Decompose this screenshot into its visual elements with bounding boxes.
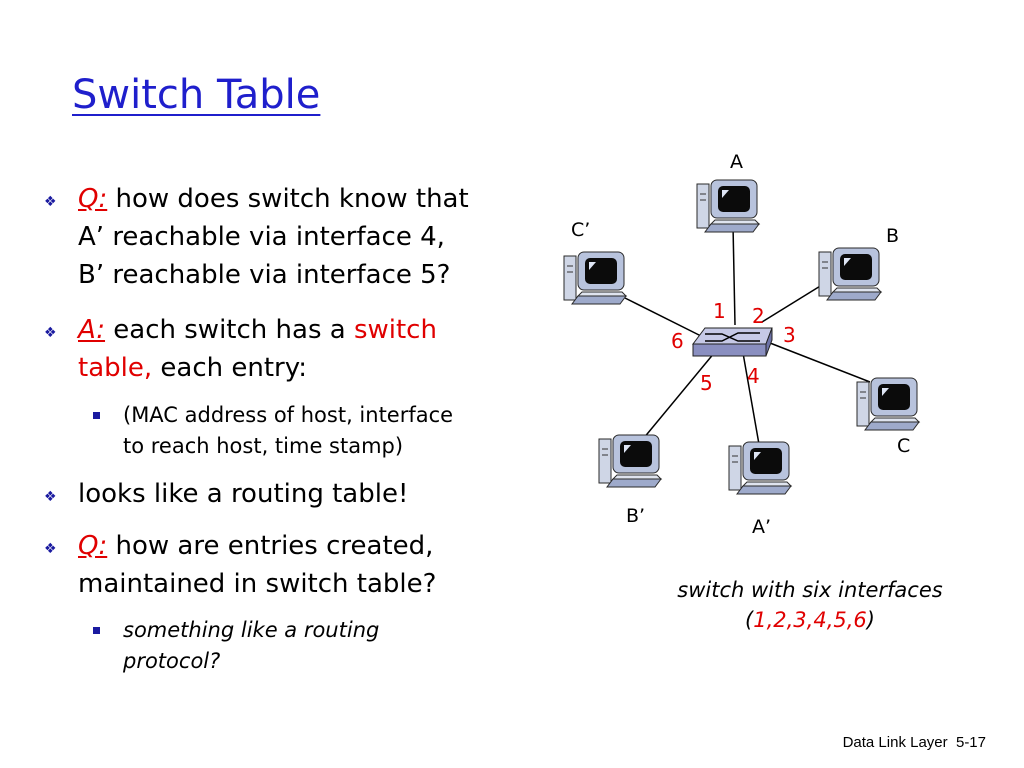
slide-title: Switch Table: [72, 72, 321, 118]
host-c-computer-icon: [856, 377, 920, 431]
square-bullet-icon: [93, 412, 100, 419]
bullet-question-2: Q: how are entries created, maintained i…: [78, 527, 436, 603]
highlight-text: switch: [353, 315, 437, 345]
link-b-prime: [637, 351, 716, 446]
link-c: [769, 342, 871, 383]
q-label: Q:: [78, 184, 108, 214]
switch-diagram: A B C A’ B’ C’ 1 2 3 4 5 6: [563, 151, 920, 538]
host-a-prime-computer-icon: [728, 441, 792, 495]
square-bullet-icon: [93, 627, 100, 634]
switch-icon: [692, 327, 773, 357]
bullet-text: each entry:: [152, 353, 307, 383]
bullet-text: each switch has a: [105, 315, 354, 345]
diagram-caption: switch with six interfaces (1,2,3,4,5,6): [630, 575, 990, 635]
host-c-prime-computer-icon: [563, 251, 627, 305]
bullet-text: A’ reachable via interface 4,: [78, 222, 445, 252]
diamond-bullet-icon: ❖: [44, 194, 57, 210]
interface-label-4: 4: [747, 364, 760, 388]
sub-text: protocol?: [123, 649, 221, 673]
bullet-text: how are entries created,: [115, 531, 434, 561]
link-c-prime: [624, 297, 706, 339]
q-label: Q:: [78, 531, 108, 561]
interface-label-6: 6: [671, 329, 684, 353]
host-label-b: B: [886, 225, 899, 247]
link-a-prime: [742, 352, 761, 451]
host-label-c: C: [897, 435, 910, 457]
caption-paren: (: [745, 608, 754, 632]
interface-label-3: 3: [783, 323, 796, 347]
sub-bullet-entry: (MAC address of host, interface to reach…: [123, 400, 453, 462]
sub-text: to reach host, time stamp): [123, 434, 404, 458]
diamond-bullet-icon: ❖: [44, 489, 57, 505]
interface-label-1: 1: [713, 299, 726, 323]
host-label-a-prime: A’: [752, 516, 771, 538]
interface-label-2: 2: [752, 304, 765, 328]
sub-text: something like a routing: [123, 618, 380, 642]
sub-bullet-protocol: something like a routing protocol?: [123, 615, 379, 677]
bullet-question-1: Q: how does switch know that A’ reachabl…: [78, 180, 469, 294]
bullet-answer: A: each switch has a switch table, each …: [78, 311, 437, 387]
a-label: A:: [78, 315, 106, 345]
bullet-text: maintained in switch table?: [78, 569, 437, 599]
highlight-text: table,: [78, 353, 153, 383]
bullet-text: looks like a routing table!: [78, 479, 409, 509]
caption-numbers: 1,2,3,4,5,6: [753, 608, 867, 632]
host-label-b-prime: B’: [626, 505, 645, 527]
host-a-computer-icon: [696, 179, 760, 233]
slide-footer: Data Link Layer 5-17: [842, 734, 986, 751]
host-b-computer-icon: [818, 247, 882, 301]
host-label-a: A: [730, 151, 743, 173]
host-b-prime-computer-icon: [598, 434, 662, 488]
caption-paren: ): [866, 608, 875, 632]
diamond-bullet-icon: ❖: [44, 541, 57, 557]
bullet-routing: looks like a routing table!: [78, 475, 408, 513]
host-label-c-prime: C’: [571, 219, 590, 241]
diamond-bullet-icon: ❖: [44, 325, 57, 341]
interface-label-5: 5: [700, 371, 713, 395]
caption-text: switch with six interfaces: [677, 578, 943, 602]
bullet-text: B’ reachable via interface 5?: [78, 260, 451, 290]
link-a: [732, 224, 736, 326]
sub-text: (MAC address of host, interface: [123, 403, 454, 427]
bullet-text: how does switch know that: [115, 184, 469, 214]
